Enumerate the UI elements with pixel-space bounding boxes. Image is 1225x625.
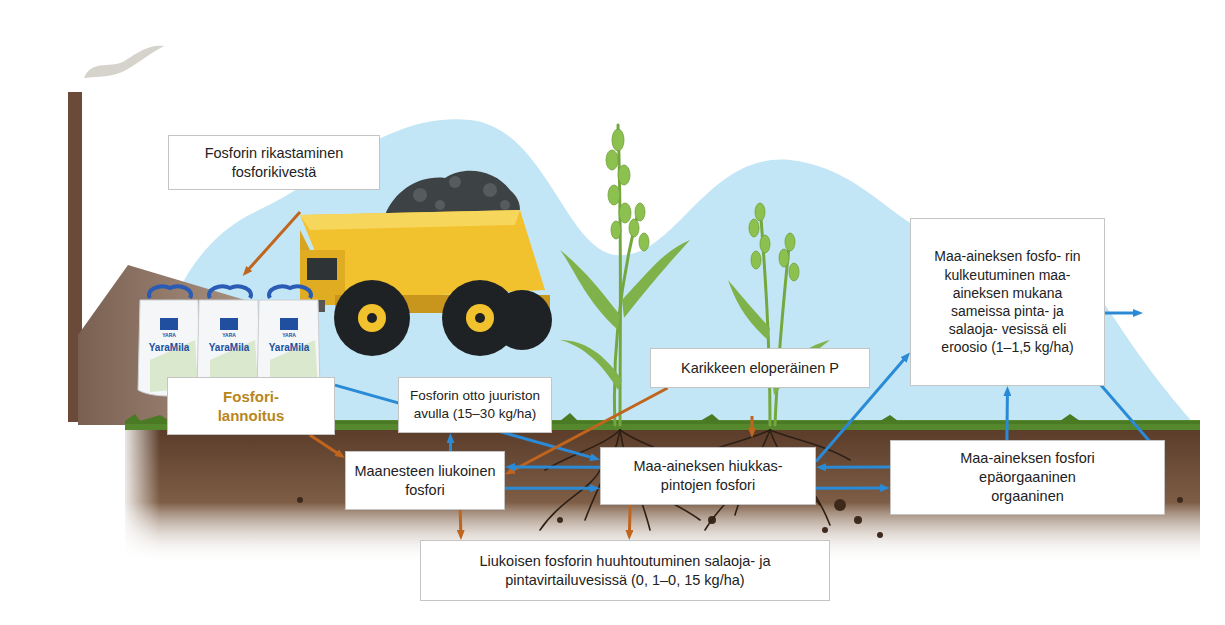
box-text: Liukoisen fosforin huuhtoutuminen salaoj… bbox=[429, 552, 821, 590]
flow-arrow bbox=[459, 510, 463, 532]
text-box: Fosforin otto juuriston avulla (15–30 kg… bbox=[398, 377, 552, 433]
leader-arrow bbox=[248, 212, 300, 270]
dump-truck bbox=[295, 171, 552, 356]
box-text: Fosfori- lannoitus bbox=[211, 387, 291, 426]
text-box: Fosfori- lannoitus bbox=[167, 377, 335, 435]
brand-logo: YARA bbox=[222, 332, 236, 338]
leader-arrow bbox=[751, 416, 754, 430]
text-box: Maa-aineksen fosfori epäorgaaninen orgaa… bbox=[890, 440, 1165, 515]
flow-arrow bbox=[513, 466, 600, 469]
box-text: Maa-aineksen fosfori epäorgaaninen orgaa… bbox=[943, 449, 1113, 506]
flow-arrow bbox=[628, 505, 632, 532]
brand-logo: YARA bbox=[162, 332, 176, 338]
box-text: Maa-aineksen hiukkas- pintojen fosfori bbox=[609, 457, 807, 495]
flow-arrow bbox=[824, 466, 890, 469]
box-text: Fosforin otto juuriston avulla (15–30 kg… bbox=[402, 387, 548, 422]
text-box: Maanesteen liukoinen fosfori bbox=[345, 451, 505, 510]
flow-arrow bbox=[816, 487, 882, 490]
brand-name: YaraMila bbox=[269, 342, 310, 353]
smoke bbox=[84, 46, 164, 78]
soil-fade bbox=[120, 428, 160, 563]
text-box: Maa-aineksen hiukkas- pintojen fosfori bbox=[600, 447, 816, 505]
box-text: Fosforin rikastaminen fosforikivestä bbox=[177, 144, 371, 182]
box-text: Maanesteen liukoinen fosfori bbox=[354, 462, 496, 500]
brand-logo: YARA bbox=[282, 332, 296, 338]
brand-name: YaraMila bbox=[149, 342, 190, 353]
text-box: Liukoisen fosforin huuhtoutuminen salaoj… bbox=[420, 540, 830, 601]
flow-arrow bbox=[505, 487, 592, 490]
box-text: Maa-aineksen fosfo- rin kulkeutuminen ma… bbox=[930, 247, 1086, 356]
flow-arrow bbox=[1005, 394, 1009, 440]
text-box: Karikkeen eloperäinen P bbox=[650, 348, 870, 388]
box-text: Karikkeen eloperäinen P bbox=[681, 359, 839, 378]
roots bbox=[540, 430, 850, 530]
brand-name: YaraMila bbox=[209, 342, 250, 353]
leader-arrow bbox=[1105, 312, 1135, 315]
text-box: Maa-aineksen fosfo- rin kulkeutuminen ma… bbox=[910, 218, 1105, 386]
text-box: Fosforin rikastaminen fosforikivestä bbox=[168, 135, 380, 190]
flow-arrow bbox=[449, 441, 452, 451]
flow-arrow bbox=[310, 435, 339, 454]
